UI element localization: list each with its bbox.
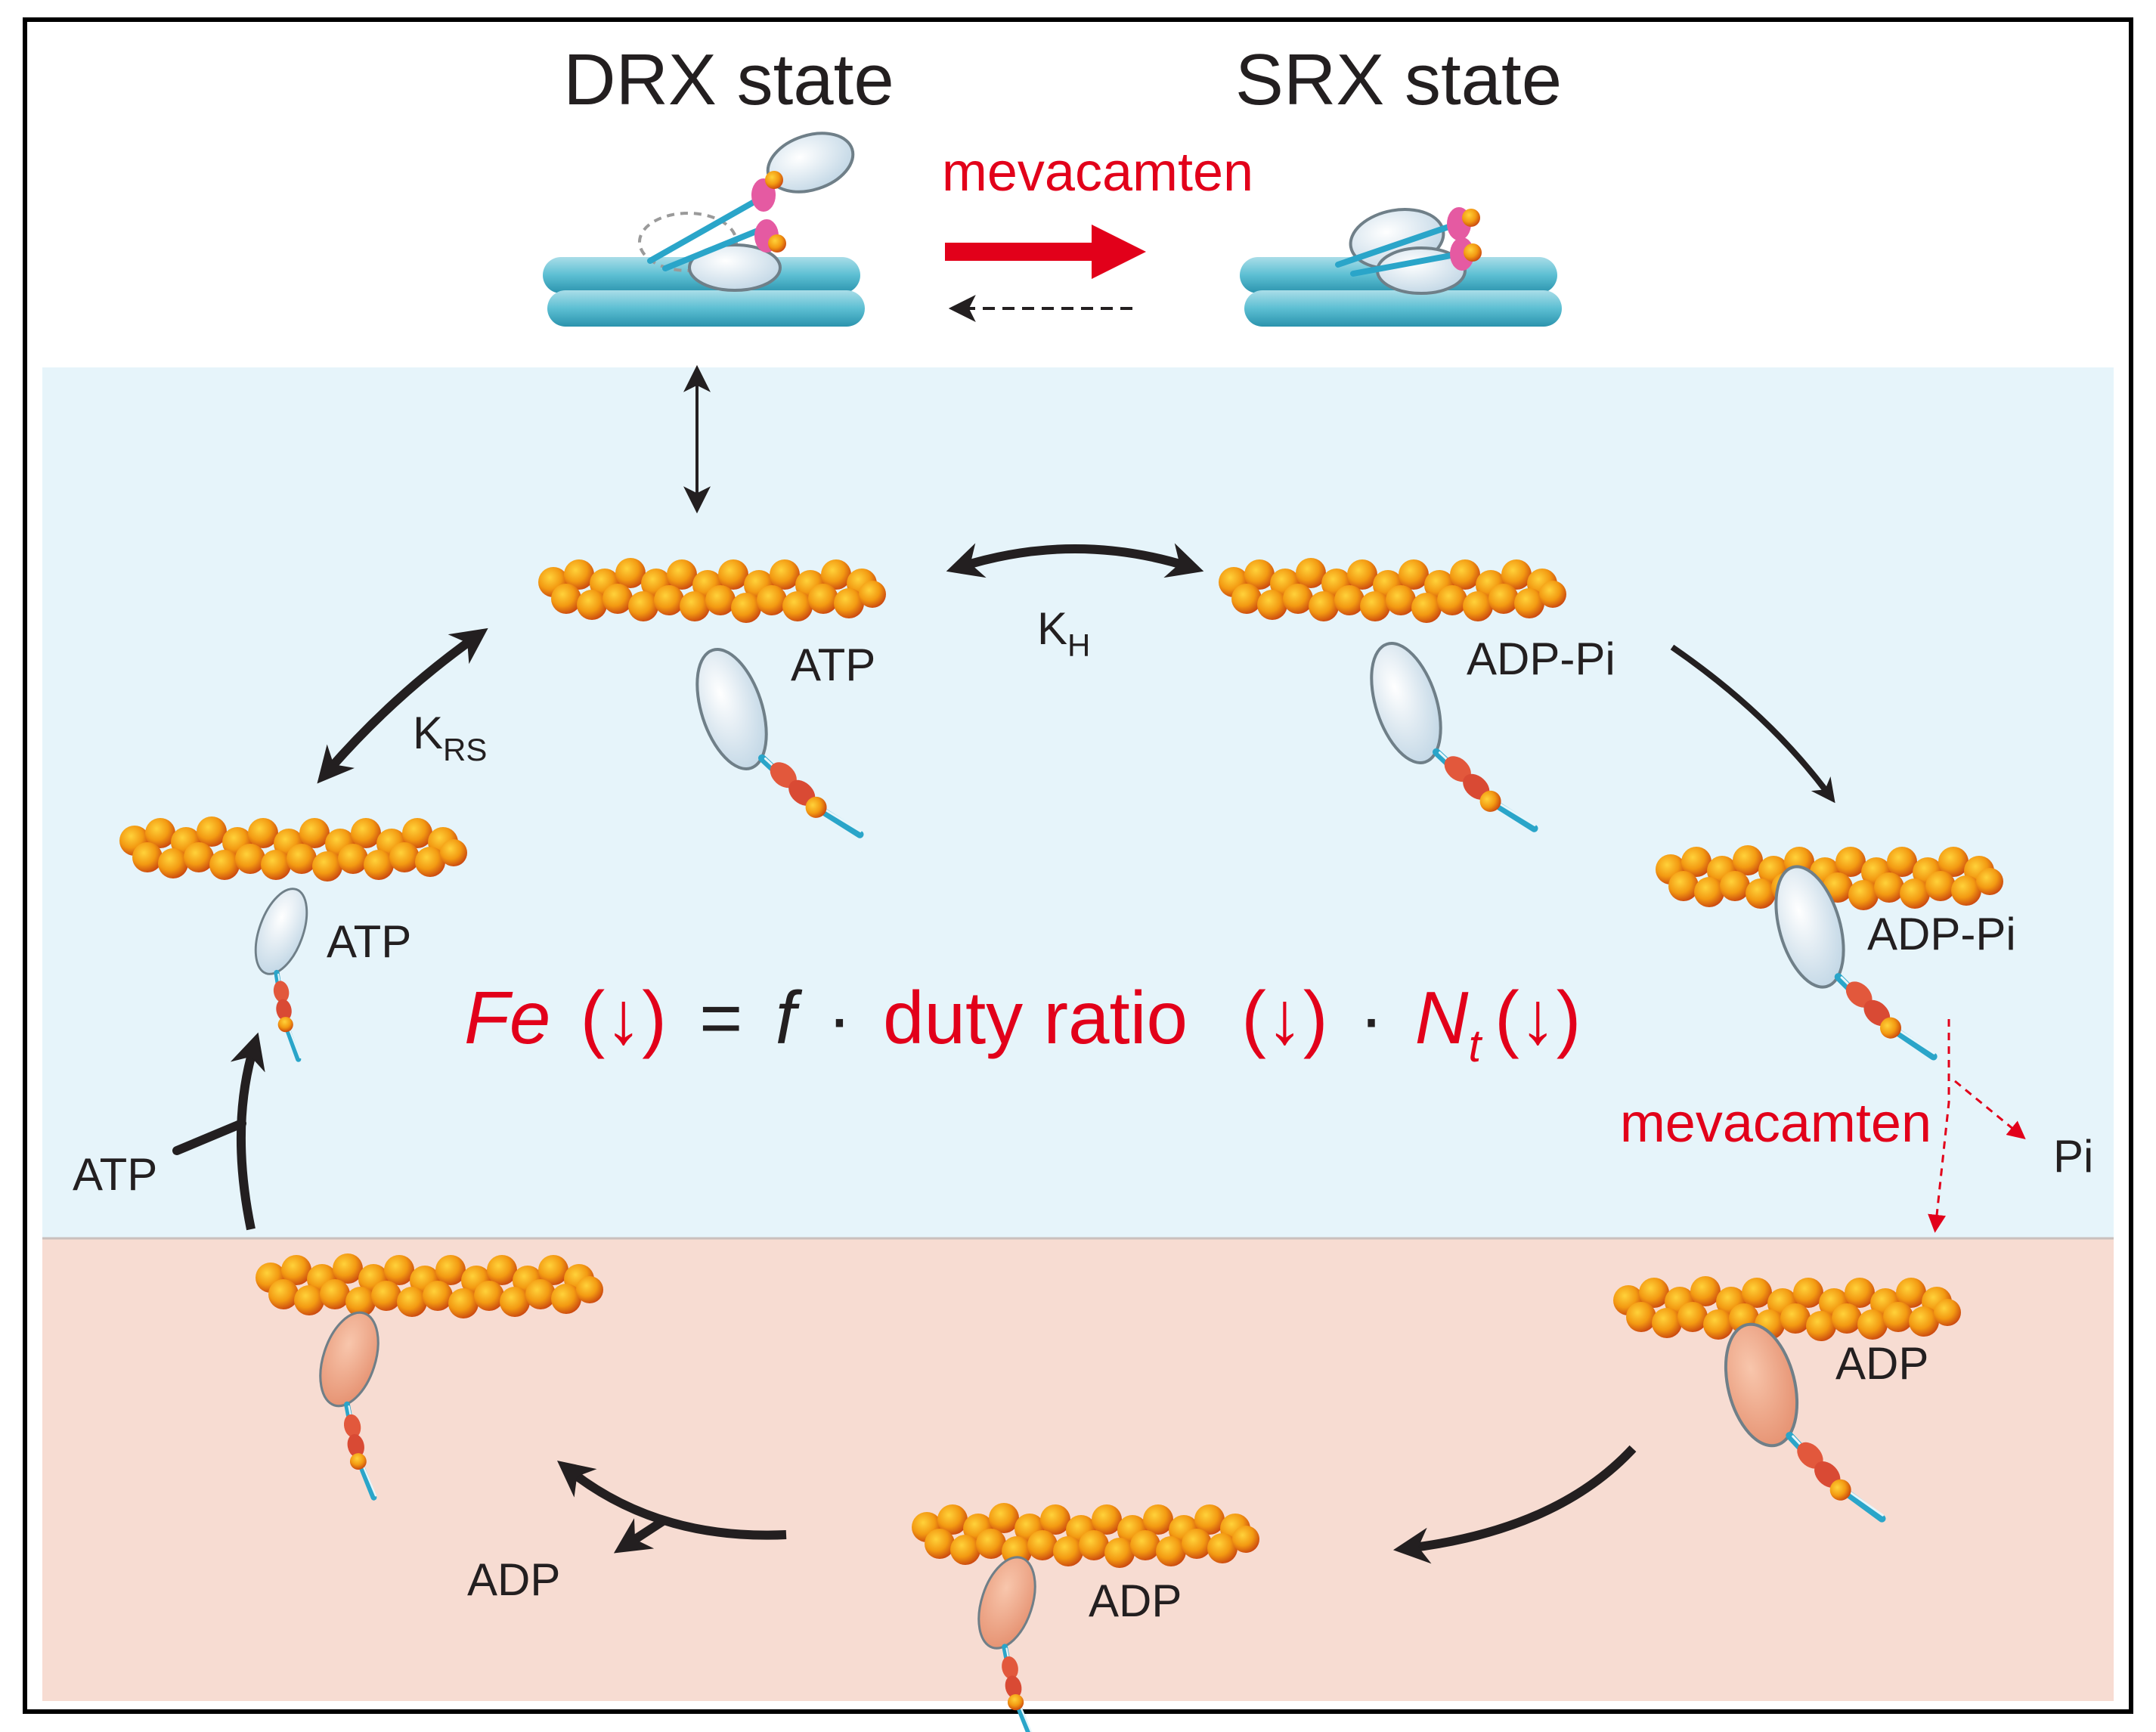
mevacamten-cycle-label: mevacamten <box>1620 1093 1931 1154</box>
kh-label: KH <box>1037 603 1090 663</box>
adp-state-arrow <box>1392 1445 1637 1564</box>
krs-label: KRS <box>413 708 487 767</box>
pi-label: Pi <box>2053 1131 2093 1182</box>
nuc-bottom-right: ADP <box>1835 1338 1928 1389</box>
force-equation: Fe (↓) = f · duty ratio (↓) · Nt(↓) <box>464 976 1581 1071</box>
atp-entry-label: ATP <box>73 1149 157 1200</box>
mevacamten-top-label: mevacamten <box>942 142 1253 203</box>
krs-arrow <box>317 627 488 784</box>
nuc-bottom: ADP <box>1089 1576 1182 1626</box>
nuc-top-left: ATP <box>791 640 875 690</box>
atp-entry-tick <box>172 1119 246 1155</box>
nuc-left: ATP <box>327 916 411 967</box>
adp-release-arrow <box>556 1461 787 1540</box>
atp-binding-arrow <box>230 1032 265 1231</box>
srx-title: SRX state <box>1235 39 1562 120</box>
nuc-top-right: ADP-Pi <box>1467 634 1615 684</box>
adp-release-branch <box>613 1515 668 1554</box>
drx-thick-filament <box>543 132 865 327</box>
pi-release-arrow <box>1928 1019 1950 1233</box>
adp-release-label: ADP <box>467 1554 560 1605</box>
srx-thick-filament <box>1240 207 1562 327</box>
pi-branch-arrow <box>1954 1080 2026 1140</box>
kh-arrow <box>946 543 1204 578</box>
binding-arrow <box>1670 644 1835 804</box>
nuc-right-bound: ADP-Pi <box>1867 909 2016 959</box>
blue-region <box>42 367 2114 1238</box>
drx-title: DRX state <box>563 39 894 120</box>
